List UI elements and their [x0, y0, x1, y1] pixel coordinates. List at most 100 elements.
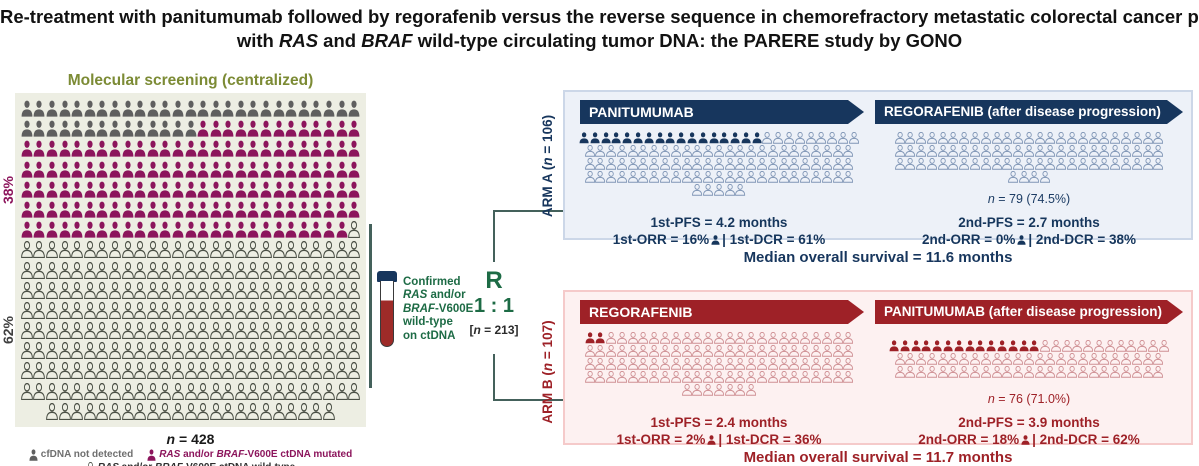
person-icon	[1002, 132, 1013, 144]
person-icon	[937, 145, 948, 157]
person-icon	[185, 100, 196, 117]
person-icon	[247, 281, 260, 299]
person-icon	[109, 120, 121, 137]
person-icon	[336, 181, 348, 198]
person-icon	[20, 382, 33, 400]
person-icon	[134, 402, 147, 420]
person-icon	[33, 100, 45, 117]
person-icon	[713, 158, 725, 170]
person-icon	[1088, 366, 1099, 378]
person-icon	[821, 345, 832, 357]
person-icon	[134, 322, 147, 340]
person-icon	[789, 358, 800, 370]
person-icon	[121, 241, 134, 259]
person-icon	[692, 332, 703, 344]
person-icon	[58, 382, 71, 400]
person-icon	[172, 301, 184, 319]
person-icon	[234, 362, 247, 380]
person-icon	[1013, 366, 1024, 378]
person-icon	[311, 161, 322, 178]
person-icon	[965, 340, 975, 352]
person-icon	[272, 241, 285, 259]
person-icon	[336, 120, 348, 137]
screening-heading: Molecular screening (centralized)	[67, 72, 314, 89]
person-icon	[210, 221, 222, 238]
person-icon	[33, 241, 46, 259]
person-icon	[260, 181, 272, 198]
arm-a-first-stats: 1st-PFS = 4.2 months 1st-ORR = 16%| 1st-…	[573, 214, 865, 248]
person-icon	[46, 301, 58, 319]
person-icon	[959, 353, 970, 365]
person-icon	[134, 241, 147, 259]
person-icon	[134, 342, 147, 360]
person-icon	[921, 340, 932, 352]
person-icon	[832, 332, 843, 344]
person-icon	[185, 221, 196, 238]
person-icon	[58, 342, 71, 360]
person-icon	[298, 100, 310, 117]
person-icon	[33, 301, 46, 319]
person-icon	[172, 241, 184, 259]
person-icon	[991, 158, 1002, 170]
person-icon	[46, 281, 58, 299]
person-icon	[146, 382, 159, 400]
person-icon	[83, 241, 96, 259]
person-icon	[46, 342, 58, 360]
person-icon	[21, 140, 33, 157]
person-icon	[644, 132, 654, 144]
person-icon	[843, 171, 854, 183]
person-icon	[1034, 353, 1045, 365]
person-icon	[285, 322, 298, 340]
person-icon	[134, 382, 147, 400]
person-icon	[210, 120, 222, 137]
person-icon	[59, 140, 70, 157]
person-icon	[159, 261, 172, 279]
arm-b-second-treatment-arrow: PANITUMUMAB (after disease progression)	[875, 300, 1183, 324]
person-icon	[937, 353, 948, 365]
person-icon	[348, 322, 361, 340]
person-icon	[627, 345, 638, 357]
person-icon	[109, 402, 121, 420]
person-icon	[757, 171, 768, 183]
person-icon	[122, 120, 133, 137]
person-icon	[96, 382, 109, 400]
person-icon	[20, 322, 33, 340]
person-icon	[96, 261, 109, 279]
person-icon	[1142, 353, 1153, 365]
person-icon	[159, 100, 171, 117]
person-icon	[260, 402, 272, 420]
person-icon	[670, 332, 681, 344]
arm-b-first-orr-dcr: 1st-ORR = 2%| 1st-DCR = 36%	[573, 431, 865, 448]
person-icon	[84, 181, 96, 198]
person-icon	[323, 322, 335, 340]
person-icon	[676, 132, 686, 144]
person-icon	[784, 132, 795, 144]
person-icon	[821, 371, 832, 383]
person-icon	[894, 145, 905, 157]
person-icon	[172, 201, 184, 218]
person-icon	[821, 145, 832, 157]
person-icon	[627, 358, 638, 370]
person-icon	[310, 241, 323, 259]
arm-a-first-dcr: | 1st-DCR = 61%	[722, 232, 826, 247]
person-icon	[134, 120, 146, 137]
person-icon	[692, 184, 703, 196]
person-icon	[348, 241, 361, 259]
person-icon	[172, 100, 184, 117]
person-icon	[109, 140, 121, 157]
person-icon	[20, 241, 33, 259]
wildtype-bracket-line	[369, 224, 372, 388]
person-icon	[811, 158, 822, 170]
person-icon	[109, 301, 121, 319]
person-icon	[273, 161, 285, 178]
person-icon	[1088, 158, 1099, 170]
person-icon	[33, 342, 46, 360]
person-icon	[713, 145, 725, 157]
person-icon	[147, 120, 159, 137]
person-icon	[46, 181, 58, 198]
person-icon	[991, 353, 1002, 365]
person-icon	[121, 322, 134, 340]
person-icon	[273, 181, 285, 198]
person-icon	[147, 221, 159, 238]
person-icon	[260, 261, 272, 279]
